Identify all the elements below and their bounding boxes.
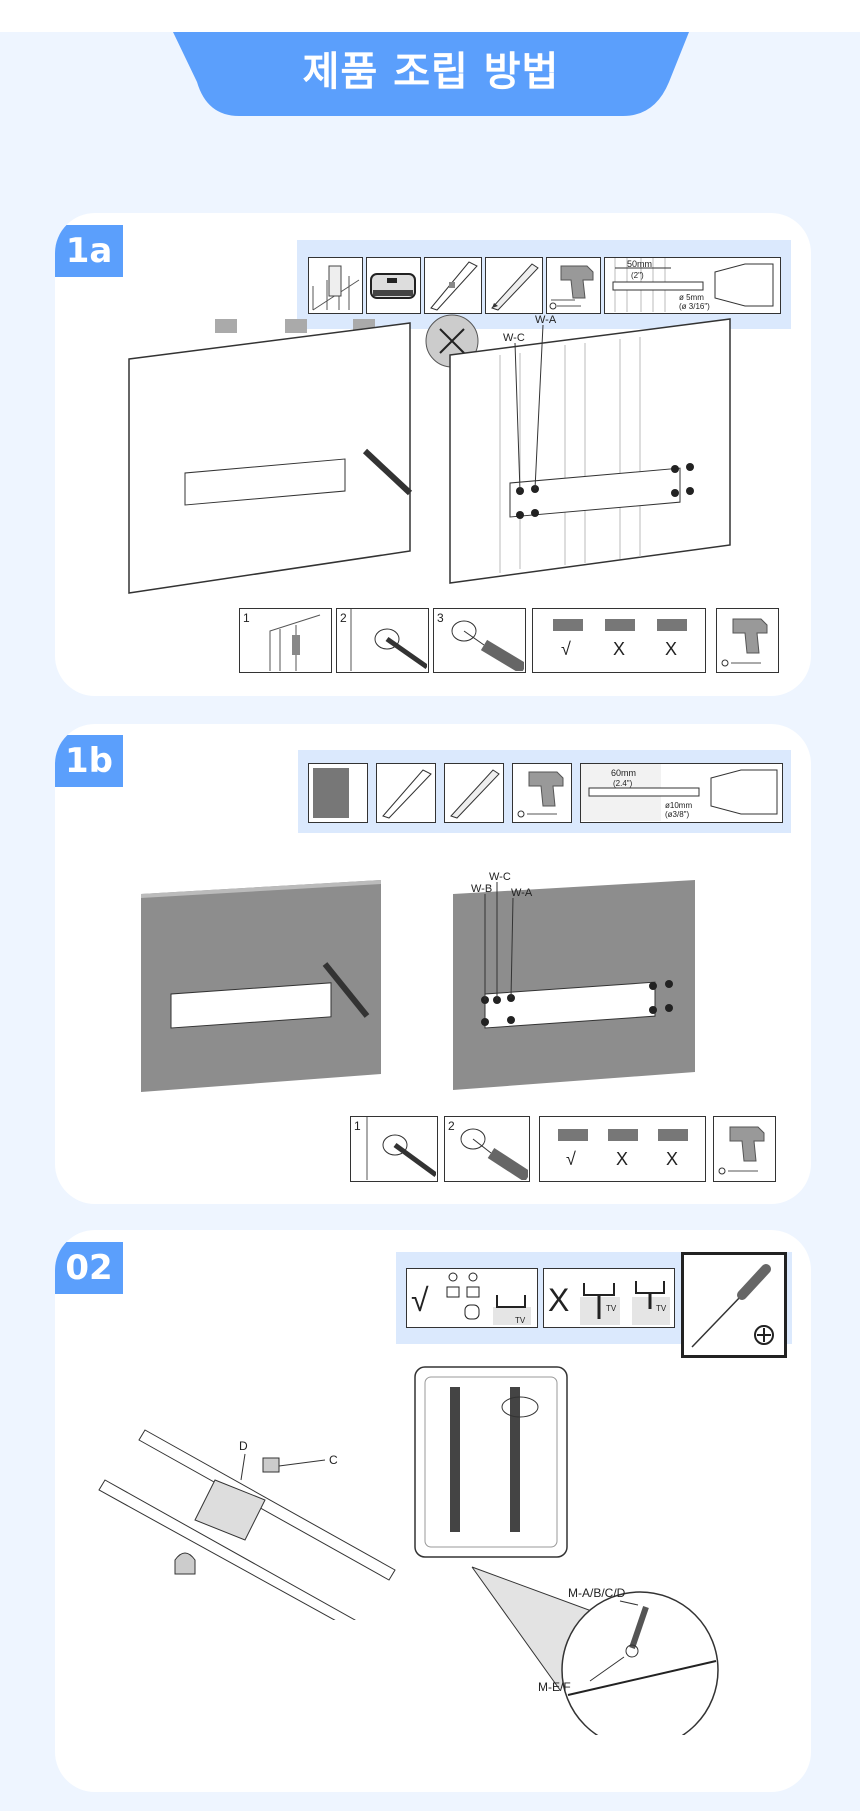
label-w-c: W-C	[503, 332, 525, 344]
level-bad-mark: X	[666, 1149, 678, 1169]
wall-screw-illustration: W-C W-A	[425, 314, 731, 584]
wrong-screw-panel: X TV TV	[543, 1268, 675, 1328]
substep-number: 2	[340, 611, 347, 625]
stud-finder-icon	[366, 257, 421, 314]
concrete-wall-screw-illustration: W-C W-B W-A	[453, 871, 695, 1090]
level-ok-mark: √	[561, 639, 571, 659]
drill-depth-diagram: 50mm (2") ø 5mm (ø 3/16")	[604, 257, 781, 314]
tv-back-illustration: M-A/B/C/D M-E/F	[414, 1366, 719, 1735]
substep-number: 1	[354, 1119, 361, 1133]
screwdriver-panel	[681, 1252, 787, 1358]
substep-1-panel: 1	[239, 608, 332, 673]
bad-mark: X	[548, 1282, 569, 1318]
level-check-panel: √ X X	[539, 1116, 706, 1182]
title-banner: 제품 조립 방법	[173, 32, 689, 116]
label-screws: M-A/B/C/D	[568, 1586, 626, 1600]
tools-panel: 50mm (2") ø 5mm (ø 3/16")	[297, 240, 791, 329]
diameter-label: ø 5mm	[679, 293, 704, 302]
level-icon	[376, 763, 436, 823]
label-w-b: W-B	[471, 883, 492, 895]
level-icon	[424, 257, 482, 314]
tv-label: TV	[606, 1304, 617, 1313]
step-1a-card: 1a 50mm (2") ø 5mm (ø 3/16")	[55, 213, 811, 696]
concrete-wall-marking-illustration	[141, 880, 381, 1092]
substep-number: 2	[448, 1119, 455, 1133]
bracket-assembly-illustration: D C	[98, 1429, 396, 1620]
level-check-panel: √ X X	[532, 608, 706, 673]
depth-inch-label: (2.4")	[613, 779, 633, 788]
substep-2-panel: 2	[444, 1116, 532, 1183]
pencil-icon	[444, 763, 504, 823]
concrete-wall-icon	[308, 763, 368, 823]
step-badge: 1b	[55, 735, 123, 787]
drill-depth-diagram: 60mm (2.4") ø10mm (ø3/8")	[580, 763, 783, 823]
page-title: 제품 조립 방법	[302, 49, 560, 95]
diameter-label: ø10mm	[665, 801, 692, 810]
substep-2-panel: 2	[336, 608, 429, 673]
substep-number: 3	[437, 611, 444, 625]
drill-screw-panel	[713, 1116, 776, 1182]
correct-screw-panel: √ TV	[406, 1268, 538, 1328]
tv-label: TV	[656, 1304, 667, 1313]
step-badge: 02	[55, 1242, 123, 1294]
label-w-a: W-A	[511, 887, 533, 899]
tools-panel: √ TV X TV TV	[396, 1252, 792, 1358]
substep-3-panel: 3	[433, 608, 528, 675]
depth-inch-label: (2")	[631, 271, 644, 280]
label-c: C	[329, 1453, 338, 1467]
step-02-card: 02 √ TV X TV TV D	[55, 1230, 811, 1792]
stud-wall-icon	[308, 257, 363, 314]
depth-label: 60mm	[611, 768, 636, 778]
ok-mark: √	[411, 1282, 429, 1318]
diameter-inch-label: (ø3/8")	[665, 810, 690, 819]
level-bad-mark: X	[665, 639, 677, 659]
diameter-inch-label: (ø 3/16")	[679, 302, 710, 311]
drill-icon	[546, 257, 601, 314]
step-badge: 1a	[55, 225, 123, 277]
level-bad-mark: X	[616, 1149, 628, 1169]
pencil-icon	[485, 257, 543, 314]
depth-label: 50mm	[627, 259, 652, 269]
label-washers: M-E/F	[538, 1680, 571, 1694]
step-1b-card: 1b 60mm (2.4") ø10mm (ø3/8") W-C W-B	[55, 724, 811, 1204]
substep-number: 1	[243, 611, 250, 625]
substep-1-panel: 1	[350, 1116, 438, 1182]
label-w-c: W-C	[489, 871, 511, 883]
drill-screw-panel	[716, 608, 779, 673]
wall-marking-illustration	[128, 319, 413, 594]
drill-icon	[512, 763, 572, 823]
level-bad-mark: X	[613, 639, 625, 659]
tools-panel: 60mm (2.4") ø10mm (ø3/8")	[298, 750, 791, 833]
label-w-a: W-A	[535, 314, 557, 326]
tv-label: TV	[515, 1316, 526, 1325]
level-ok-mark: √	[566, 1149, 576, 1169]
label-d: D	[239, 1439, 248, 1453]
